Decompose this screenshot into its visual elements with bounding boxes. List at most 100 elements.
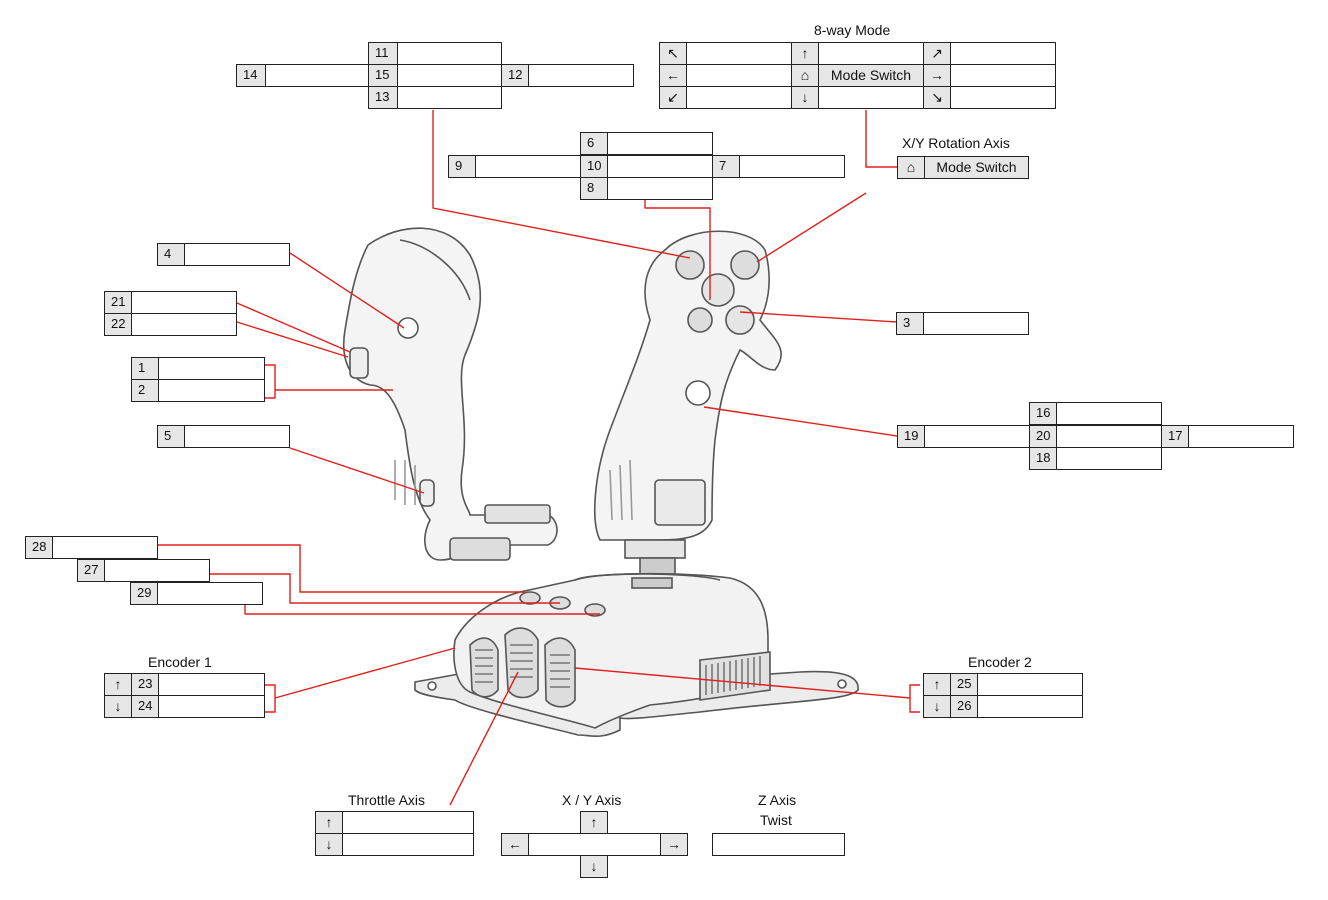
connector-lines — [158, 110, 920, 806]
button-label-18: 18 — [1029, 447, 1057, 470]
button-field-22[interactable] — [131, 313, 237, 336]
encoder-2-up-icon: ↑ — [923, 673, 951, 696]
button-field-16[interactable] — [1056, 402, 1162, 425]
button-field-7[interactable] — [739, 155, 845, 178]
rotation-mode-switch-label: Mode Switch — [924, 156, 1029, 179]
button-field-27[interactable] — [104, 559, 210, 582]
button-label-10: 10 — [580, 155, 608, 178]
button-label-3: 3 — [896, 312, 924, 335]
arrow-ne-icon: ↗ — [923, 42, 951, 65]
button-field-20[interactable] — [1056, 425, 1162, 448]
eight-way-field-n[interactable] — [818, 42, 924, 65]
throttle-axis-title: Throttle Axis — [348, 792, 426, 808]
arrow-sw-icon: ↙ — [659, 86, 687, 109]
button-label-20: 20 — [1029, 425, 1057, 448]
encoder-2-down-icon: ↓ — [923, 695, 951, 718]
eight-way-field-ne[interactable] — [950, 42, 1056, 65]
button-field-3[interactable] — [923, 312, 1029, 335]
mode-switch-label: Mode Switch — [818, 64, 924, 87]
xy-up-icon: ↑ — [580, 811, 608, 834]
button-field-6[interactable] — [607, 132, 713, 155]
eight-way-field-s[interactable] — [818, 86, 924, 109]
eight-way-field-w[interactable] — [686, 64, 792, 87]
button-field-2[interactable] — [158, 379, 265, 402]
button-label-13: 13 — [368, 86, 398, 109]
eight-way-mode-title: 8-way Mode — [814, 22, 891, 38]
encoder-1-up-icon: ↑ — [104, 673, 132, 696]
right-stick-illustration — [594, 230, 782, 589]
button-field-26[interactable] — [977, 695, 1083, 718]
button-field-4[interactable] — [184, 243, 290, 266]
arrow-se-icon: ↘ — [923, 86, 951, 109]
button-label-4: 4 — [157, 243, 185, 266]
arrow-right-icon: → — [923, 64, 951, 87]
button-field-15[interactable] — [397, 64, 502, 87]
button-label-9: 9 — [448, 155, 476, 178]
button-field-23[interactable] — [158, 673, 265, 696]
button-label-6: 6 — [580, 132, 608, 155]
xy-down-icon: ↓ — [580, 855, 608, 878]
button-label-26: 26 — [950, 695, 978, 718]
button-label-24: 24 — [131, 695, 159, 718]
button-label-1: 1 — [131, 357, 159, 380]
button-field-8[interactable] — [607, 177, 713, 200]
button-label-17: 17 — [1161, 425, 1189, 448]
base-illustration — [414, 572, 859, 738]
rotation-home-icon: ⌂ — [897, 156, 925, 179]
xy-left-icon: ← — [501, 833, 529, 856]
button-label-19: 19 — [897, 425, 925, 448]
button-label-27: 27 — [77, 559, 105, 582]
button-label-5: 5 — [157, 425, 185, 448]
arrow-nw-icon: ↖ — [659, 42, 687, 65]
button-label-28: 28 — [25, 536, 53, 559]
button-label-16: 16 — [1029, 402, 1057, 425]
left-grip-illustration — [343, 227, 558, 561]
xy-axis-field[interactable] — [528, 833, 661, 856]
home-icon: ⌂ — [791, 64, 819, 87]
z-axis-title: Z Axis — [758, 792, 797, 808]
throttle-down-field[interactable] — [342, 833, 474, 856]
button-field-17[interactable] — [1188, 425, 1294, 448]
button-label-7: 7 — [712, 155, 740, 178]
button-field-11[interactable] — [397, 42, 502, 65]
button-field-14[interactable] — [265, 64, 369, 87]
button-field-9[interactable] — [475, 155, 581, 178]
eight-way-field-se[interactable] — [950, 86, 1056, 109]
button-field-28[interactable] — [52, 536, 158, 559]
xy-axis-title: X / Y Axis — [562, 792, 622, 808]
arrow-down-icon: ↓ — [791, 86, 819, 109]
button-field-10[interactable] — [607, 155, 713, 178]
button-label-8: 8 — [580, 177, 608, 200]
button-field-1[interactable] — [158, 357, 265, 380]
button-label-23: 23 — [131, 673, 159, 696]
twist-title: Twist — [760, 812, 792, 828]
button-label-12: 12 — [501, 64, 529, 87]
eight-way-field-nw[interactable] — [686, 42, 792, 65]
button-field-21[interactable] — [131, 291, 237, 314]
button-field-12[interactable] — [528, 64, 634, 87]
button-label-25: 25 — [950, 673, 978, 696]
button-field-18[interactable] — [1056, 447, 1162, 470]
encoder-2-title: Encoder 2 — [968, 654, 1032, 670]
button-label-22: 22 — [104, 313, 132, 336]
button-field-5[interactable] — [184, 425, 290, 448]
button-label-14: 14 — [236, 64, 266, 87]
button-field-25[interactable] — [977, 673, 1083, 696]
throttle-down-icon: ↓ — [315, 833, 343, 856]
eight-way-field-sw[interactable] — [686, 86, 792, 109]
throttle-up-field[interactable] — [342, 811, 474, 834]
throttle-up-icon: ↑ — [315, 811, 343, 834]
button-field-24[interactable] — [158, 695, 265, 718]
rotation-axis-title: X/Y Rotation Axis — [902, 135, 1010, 151]
button-label-11: 11 — [368, 42, 398, 65]
eight-way-field-e[interactable] — [950, 64, 1056, 87]
button-field-19[interactable] — [924, 425, 1030, 448]
button-label-21: 21 — [104, 291, 132, 314]
button-field-13[interactable] — [397, 86, 502, 109]
arrow-left-icon: ← — [659, 64, 687, 87]
button-label-15: 15 — [368, 64, 398, 87]
encoder-1-title: Encoder 1 — [148, 654, 212, 670]
z-axis-field[interactable] — [712, 833, 845, 856]
button-field-29[interactable] — [157, 582, 263, 605]
